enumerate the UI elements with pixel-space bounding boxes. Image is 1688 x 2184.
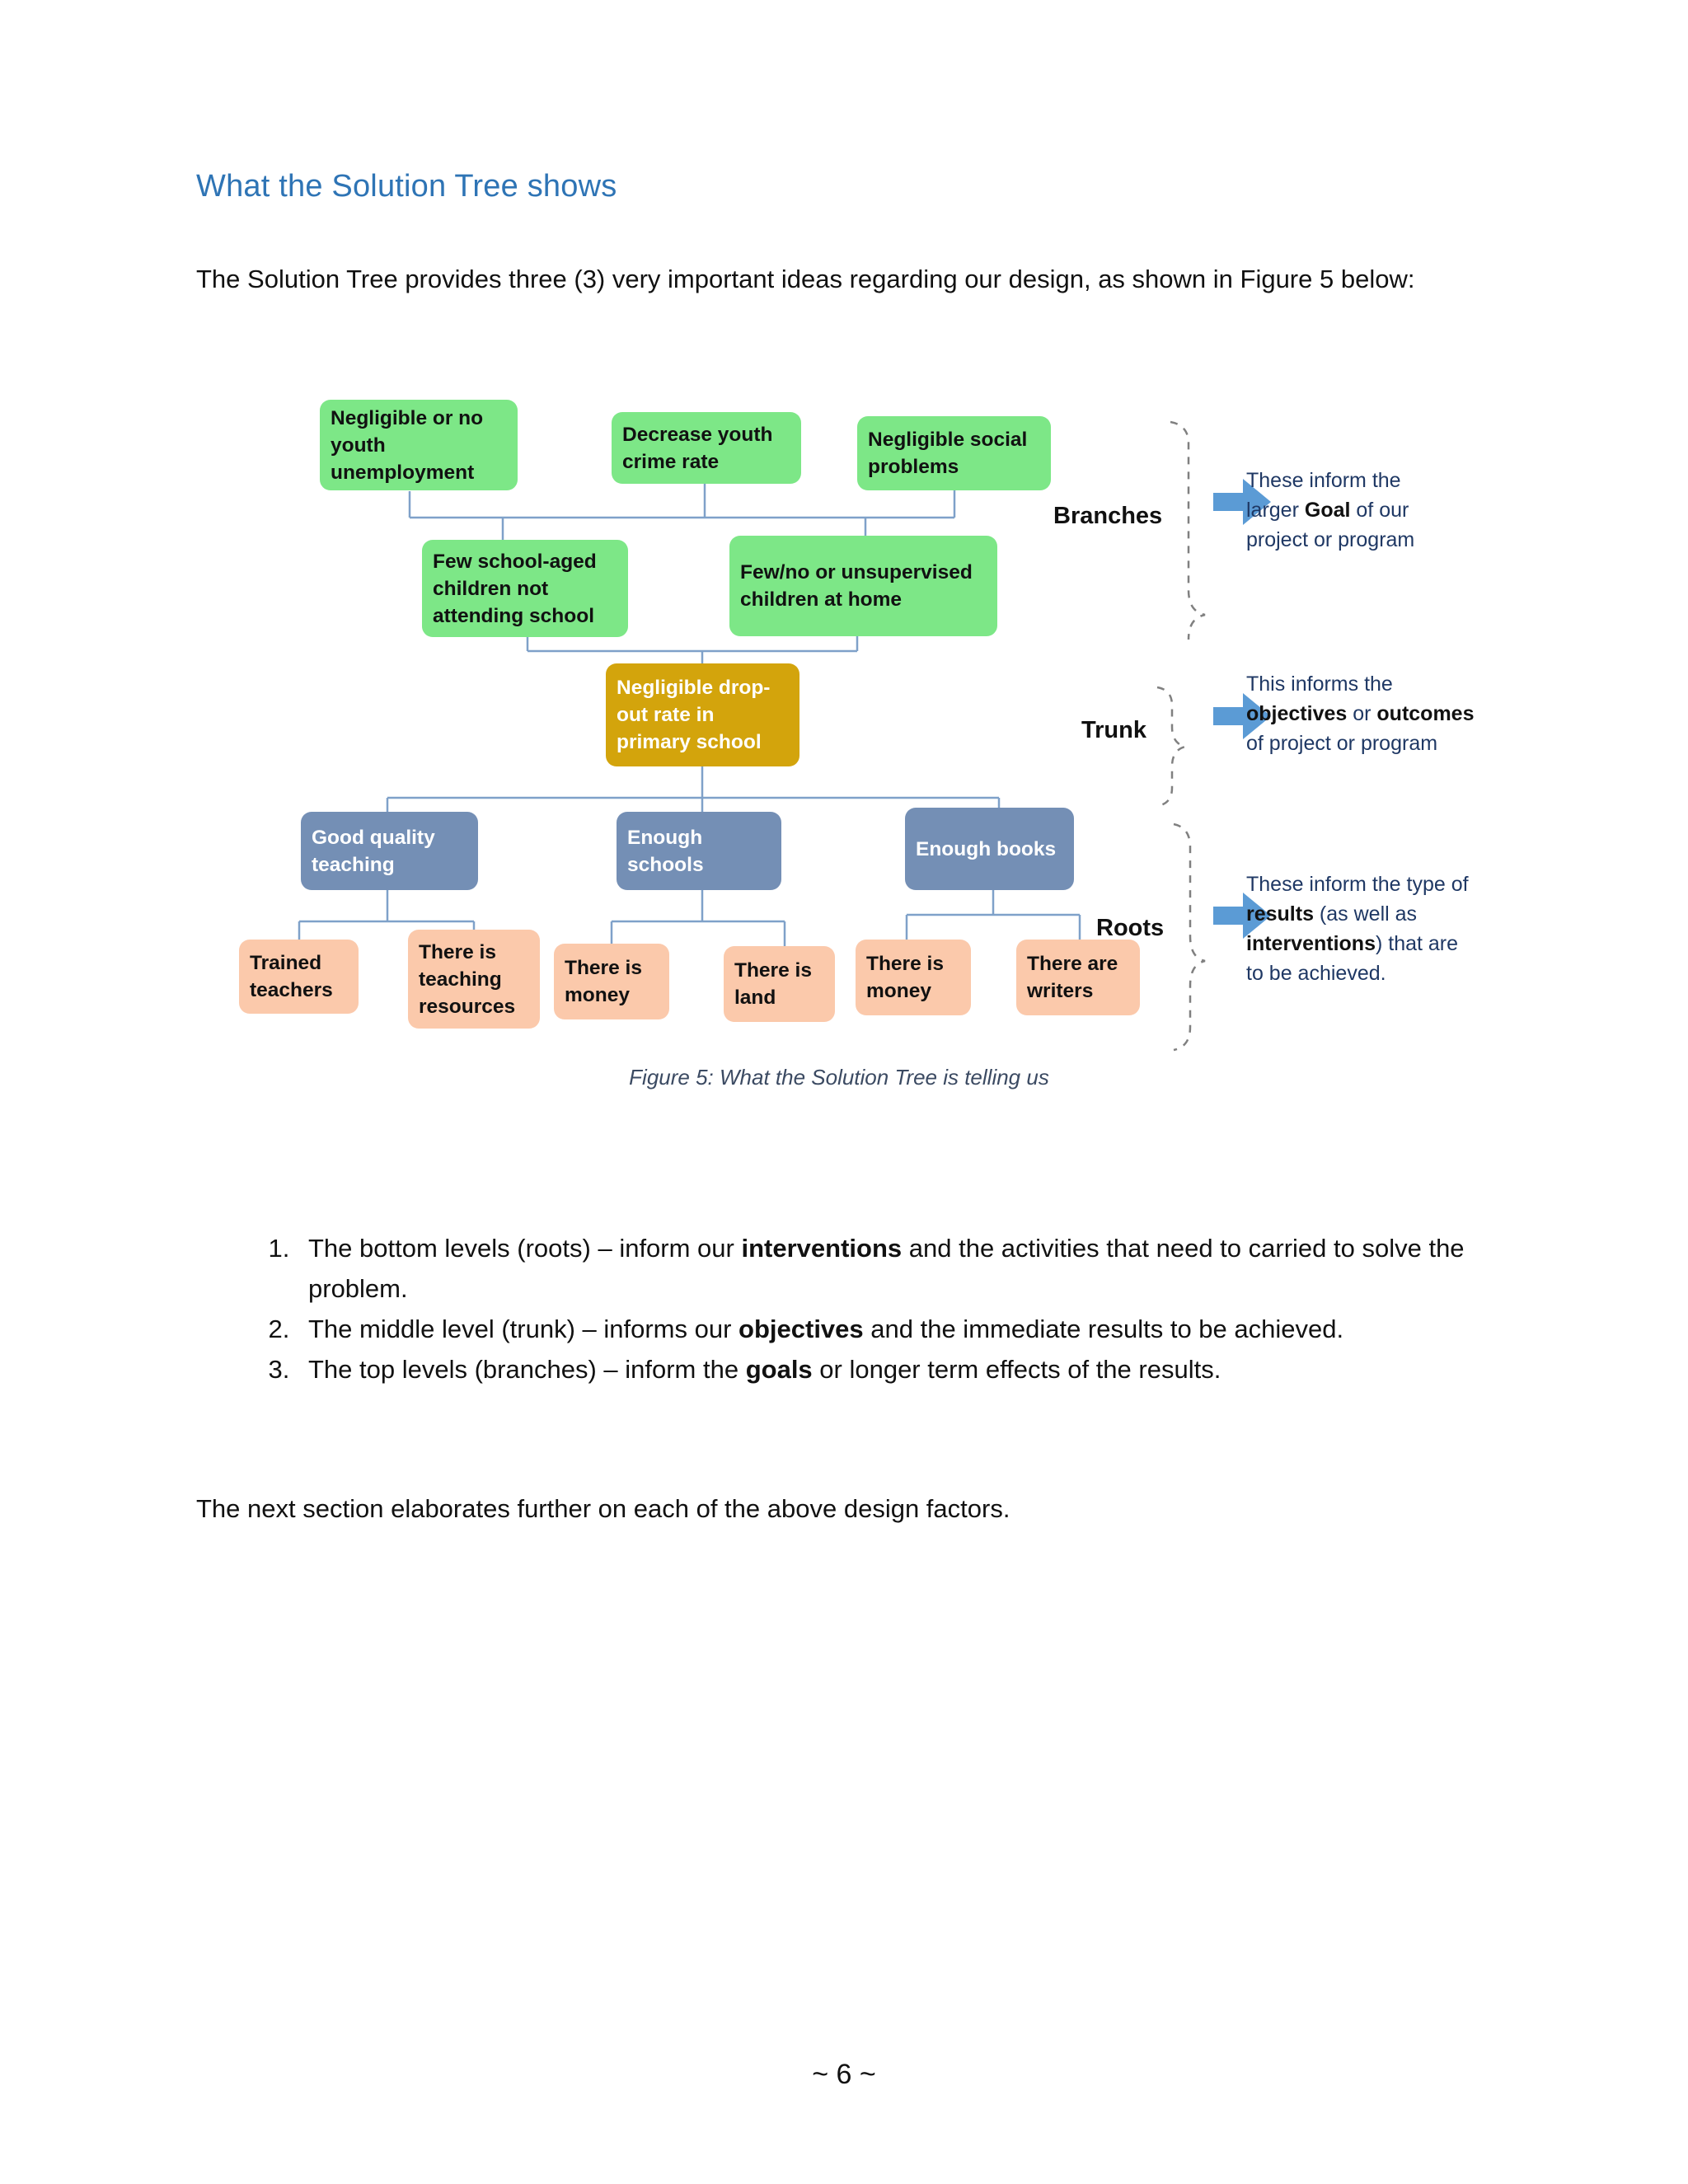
note-line: These inform the <box>1246 469 1401 492</box>
note-line: This informs the <box>1246 673 1393 696</box>
annotation-note-roots: These inform the type of results (as wel… <box>1246 869 1531 988</box>
note-line: ) that are <box>1375 932 1459 955</box>
node-label: There are writers <box>1027 953 1118 1002</box>
node-label: There is land <box>734 959 812 1009</box>
diagram-node-branch-1[interactable]: Negligible or no youth unemployment <box>320 400 518 490</box>
annotation-label-roots: Roots <box>1096 915 1165 941</box>
list-item-text: and the activities that need to carried … <box>308 1234 1465 1303</box>
list-item-text: The top levels (branches) – inform the <box>308 1355 746 1384</box>
diagram-node-root-2[interactable]: Enough schools <box>617 812 781 890</box>
diagram-node-branch-4[interactable]: Few school-aged children not attending s… <box>422 540 628 637</box>
node-label: There is money <box>866 953 944 1002</box>
annotation-note-branches: These inform the larger Goal of our proj… <box>1246 466 1518 555</box>
note-line: of our <box>1350 499 1409 522</box>
node-label: Negligible drop-out rate in primary scho… <box>617 677 771 753</box>
closing-paragraph: The next section elaborates further on e… <box>196 1494 1010 1523</box>
note-bold: interventions <box>1246 932 1376 955</box>
diagram-node-branch-5[interactable]: Few/no or unsupervised children at home <box>729 536 997 636</box>
design-factors-list: The bottom levels (roots) – inform our i… <box>247 1228 1492 1390</box>
diagram-node-leaf-5[interactable]: There is money <box>856 940 971 1015</box>
list-item: The bottom levels (roots) – inform our i… <box>297 1228 1492 1309</box>
diagram-node-leaf-3[interactable]: There is money <box>554 944 669 1019</box>
annotation-label-trunk: Trunk <box>1081 717 1146 743</box>
arrow-shapes <box>1213 479 1271 939</box>
diagram-node-leaf-6[interactable]: There are writers <box>1016 940 1140 1015</box>
diagram-node-leaf-1[interactable]: Trained teachers <box>239 940 359 1014</box>
list-item-text: The middle level (trunk) – informs our <box>308 1315 739 1343</box>
note-bold: results <box>1246 902 1314 926</box>
annotation-label-branches: Branches <box>1053 503 1163 529</box>
note-bold: outcomes <box>1376 702 1475 725</box>
figure-caption: Figure 5: What the Solution Tree is tell… <box>629 1065 1049 1090</box>
diagram-node-branch-2[interactable]: Decrease youth crime rate <box>612 412 801 484</box>
note-line: or <box>1347 702 1377 725</box>
list-item-text: and the immediate results to be achieved… <box>863 1315 1344 1343</box>
note-line: to be achieved. <box>1246 962 1386 985</box>
list-item-bold: goals <box>745 1355 813 1384</box>
list-item-text: The bottom levels (roots) – inform our <box>308 1234 742 1263</box>
node-label: Good quality teaching <box>312 826 435 876</box>
node-label: There is money <box>565 957 642 1006</box>
node-label: There is teaching resources <box>419 940 516 1018</box>
annotation-note-trunk: This informs the objectives or outcomes … <box>1246 669 1543 758</box>
diagram-node-root-3[interactable]: Enough books <box>905 808 1074 890</box>
node-label: Few school-aged children not attending s… <box>433 550 597 627</box>
diagram-node-leaf-4[interactable]: There is land <box>724 946 835 1022</box>
list-item: The middle level (trunk) – informs our o… <box>297 1309 1492 1349</box>
note-line: These inform the type of <box>1246 873 1469 896</box>
note-line: project or program <box>1246 528 1415 551</box>
node-label: Few/no or unsupervised children at home <box>740 561 973 611</box>
list-item-text: or longer term effects of the results. <box>812 1355 1221 1384</box>
note-line: (as well as <box>1313 902 1418 926</box>
intro-paragraph: The Solution Tree provides three (3) ver… <box>196 265 1415 293</box>
node-label: Enough books <box>916 837 1057 860</box>
node-label: Trained teachers <box>250 952 333 1001</box>
note-line: of project or program <box>1246 732 1438 755</box>
note-line: larger <box>1246 499 1305 522</box>
diagram-node-leaf-2[interactable]: There is teaching resources <box>408 930 540 1029</box>
list-item-bold: objectives <box>738 1315 864 1343</box>
node-label: Decrease youth crime rate <box>622 423 773 473</box>
diagram-node-branch-3[interactable]: Negligible social problems <box>857 416 1051 490</box>
diagram-node-root-1[interactable]: Good quality teaching <box>301 812 478 890</box>
note-bold: Goal <box>1304 499 1351 522</box>
node-label: Negligible social problems <box>868 429 1028 478</box>
list-item: The top levels (branches) – inform the g… <box>297 1349 1492 1390</box>
list-item-bold: interventions <box>741 1234 903 1263</box>
diagram-node-trunk[interactable]: Negligible drop-out rate in primary scho… <box>606 663 799 766</box>
page-number: ~ 6 ~ <box>812 2059 876 2090</box>
node-label: Enough schools <box>627 826 704 876</box>
page-heading: What the Solution Tree shows <box>196 169 617 204</box>
note-bold: objectives <box>1246 702 1348 725</box>
node-label: Negligible or no youth unemployment <box>331 406 484 484</box>
